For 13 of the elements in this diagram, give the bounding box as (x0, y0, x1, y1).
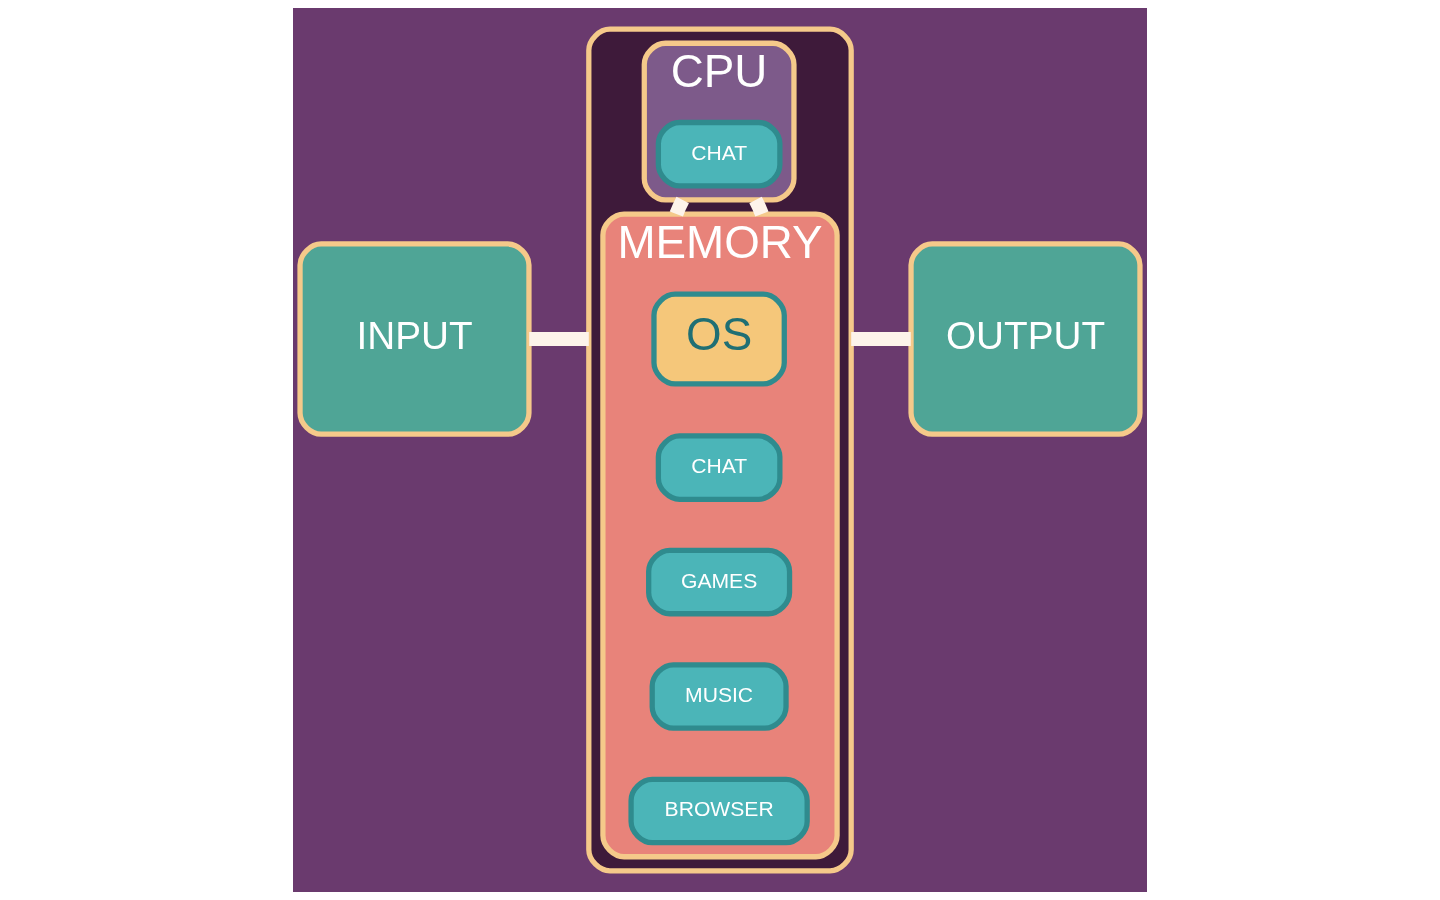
node-box: OUTPUT (908, 241, 1143, 437)
connector (749, 196, 769, 217)
node-box: CHAT (655, 433, 783, 502)
connector (669, 196, 689, 217)
node-box: MUSIC (649, 662, 789, 731)
node-box: GAMES (646, 547, 793, 617)
node-box: CHAT (655, 119, 783, 189)
node-box: BROWSER (628, 776, 810, 846)
connector (851, 332, 911, 347)
node-box: OS (651, 291, 787, 387)
cluster (586, 26, 854, 874)
node-box: INPUT (297, 241, 532, 437)
connector (529, 332, 589, 347)
